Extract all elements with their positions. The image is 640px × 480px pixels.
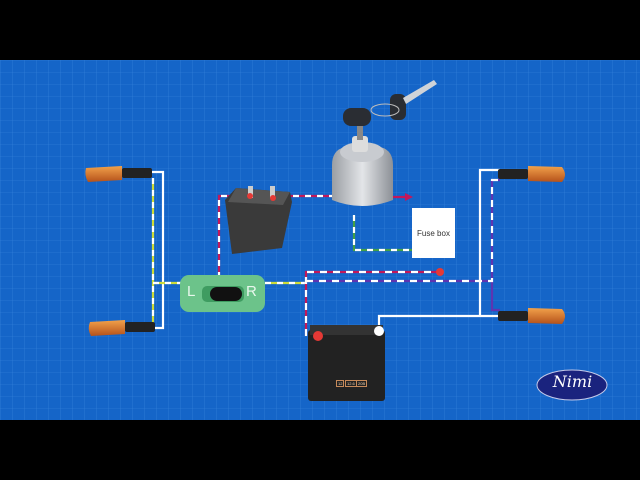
turn-signal-front-left — [85, 166, 152, 182]
battery-positive-terminal — [313, 331, 323, 341]
turn-signal-front-right — [498, 166, 565, 182]
wire-left-white — [152, 170, 165, 330]
wire-battery-red — [304, 270, 440, 336]
ignition-switch — [332, 80, 437, 206]
arrow-to-fuse-icon — [405, 193, 413, 201]
fuse-box-label: Fuse box — [417, 228, 450, 238]
battery-label: 20B — [356, 380, 368, 387]
turn-indicator-switch[interactable] — [180, 275, 265, 312]
switch-knob[interactable] — [210, 287, 242, 301]
nimi-logo — [536, 369, 608, 401]
switch-right-label: R — [246, 283, 257, 300]
flasher-relay — [225, 186, 292, 254]
key-blade — [403, 80, 437, 104]
fuse-box — [412, 208, 455, 258]
key-fob-1 — [343, 108, 371, 126]
turn-signal-rear-right — [498, 308, 565, 324]
battery-label: 12 — [336, 380, 345, 387]
key-fob-2 — [390, 94, 406, 120]
switch-left-label: L — [187, 283, 196, 300]
logo-text: Nimi — [552, 372, 593, 391]
battery-negative-terminal — [374, 326, 384, 336]
fuse-terminal-dot — [436, 268, 444, 276]
battery — [308, 325, 385, 401]
turn-signal-rear-left — [88, 320, 155, 336]
